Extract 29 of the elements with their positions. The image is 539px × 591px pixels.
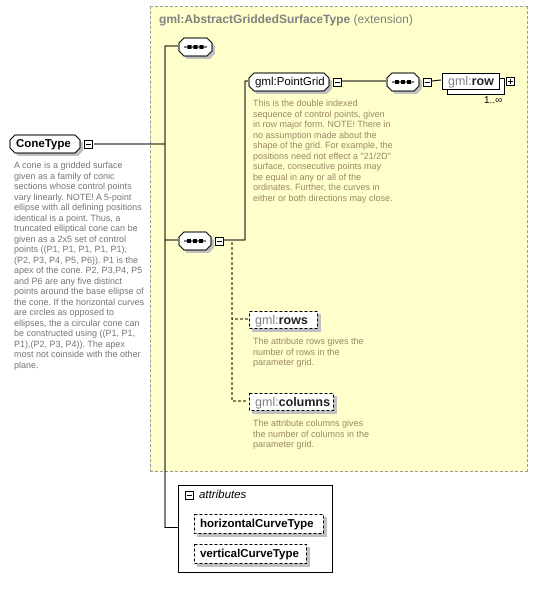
attribute-box [249,393,337,414]
documentation-text: The attribute columns gives the number of columns in the parameter grid. [253,418,370,450]
attribute-box [194,514,327,537]
element-name: verticalCurveType [200,547,299,561]
multiplicity-label: 1..∞ [484,96,504,106]
extension-container [150,6,528,472]
attribute-box [194,544,310,567]
documentation-text: A cone is a gridded surface given as a family of conic sections whose control points vary linearly. NOTE! A 5-point ellipse with all defining positions identical is a point. Thus, a truncated elliptical cone can be given as a 2x5 set of control points ((P1, P1, P1, P1, P1), (P2, P3, P4, P5, P6)). P1 is the apex of the cone. P2, P3,P4, P5 and P6 are any five distinct points around the base ellipse of the cone. If the horizontal curves are circles as opposed to ellipses, the a circular cone can be constructed using ((P1, P1, P1),(P2, P3, P4)). The apex most not coinside with the other plane. [14,160,146,370]
sequence-compositor [179,38,215,59]
sequence-compositor [179,232,225,253]
type-heading: gml:AbstractGriddedSurfaceType (extension) [159,12,413,26]
attribute-box [249,311,321,332]
connector-line [224,240,248,402]
group-heading: attributes [199,488,246,502]
element-name: gml:row [448,74,494,88]
element-name: ConeType [16,137,71,151]
element-name: gml:rows [255,313,308,327]
sequence-compositor [387,73,433,94]
connector-line [432,80,442,82]
element-name: gml:columns [255,395,330,409]
complex-type-box [10,135,94,156]
element-box [442,73,516,95]
element-name: horizontalCurveType [200,517,314,531]
attributes-group-box [178,485,333,573]
connector-line [342,80,386,82]
documentation-text: The attribute rows gives the number of rows in the parameter grid. [253,336,365,368]
documentation-text: This is the double indexed sequence of control points, given in row major form. NOTE! There in no assumption made about the shape of the grid. For example, the positions need not effect a "21/2D" surface, consecutive points may be equal in any or all of the ordinates. Further, the curves in either or both directions may close. [253,98,393,203]
element-box [249,73,343,94]
element-name: gml:PointGrid [255,75,325,89]
